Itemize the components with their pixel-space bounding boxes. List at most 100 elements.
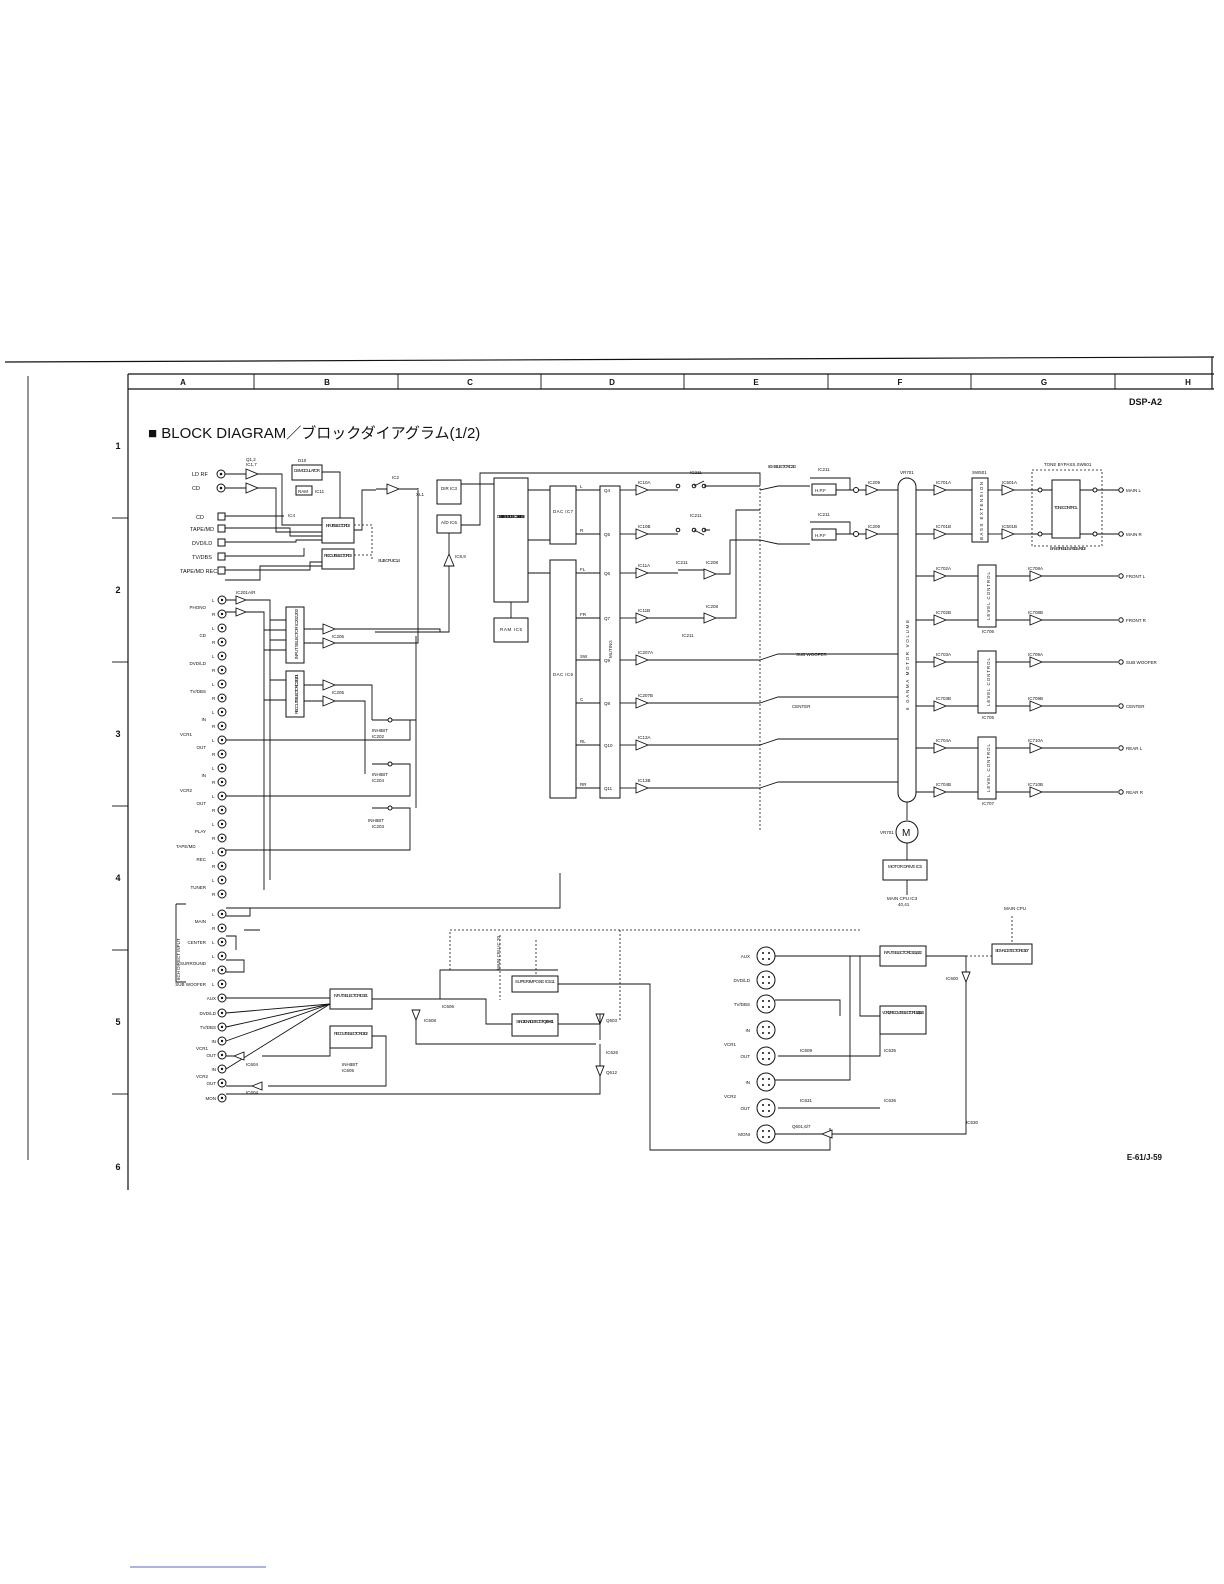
volume-output-section: VR701 6 GANMA MOTOR VOLUME M VR701 MOTOR… [880, 462, 1158, 907]
s-video-jack-icon [768, 1000, 770, 1002]
group-label: TAPE/MD [176, 844, 196, 849]
amp-icon [322, 679, 337, 691]
amp-icon [245, 468, 260, 480]
analog-input-section: LRPHONOLRCDLRDVD/LDLRTV/DBSLRINLROUTLRIN… [175, 490, 561, 989]
bracket [175, 903, 186, 983]
rca-jack-icon [220, 940, 224, 944]
s-video-jack-icon [762, 976, 764, 978]
rca-jack-icon [220, 598, 224, 602]
label-ic204: IC204 [372, 778, 385, 783]
inhibit-label: INHIBIT [372, 772, 388, 777]
channel-label: L [580, 484, 583, 489]
block-dsp: DSP + DDIGITAL PRO-LOGIC DTS DECODER IC4… [497, 514, 525, 519]
rca-jack-icon [220, 892, 224, 896]
label-ic209: IC209 [868, 524, 881, 529]
label-ic4: IC4 [288, 513, 296, 518]
s-video-jack-icon [768, 952, 770, 954]
amp-icon [865, 528, 880, 540]
s-video-jack-icon [756, 1072, 776, 1092]
rca-jack-icon [220, 912, 224, 916]
s-video-label: IN [746, 1028, 751, 1033]
channel-label: R [212, 968, 216, 973]
s-video-jack-icon [762, 982, 764, 984]
input-label-tape-rec: TAPE/MD REC [180, 569, 217, 575]
channel-label: L [212, 682, 215, 687]
input-group-label: PLAY [195, 829, 206, 834]
s-input-selector [879, 945, 927, 967]
video-jack-icon [220, 1081, 224, 1085]
channel-label: L [212, 626, 215, 631]
label-d10: D10 [298, 458, 307, 463]
tone-control [1051, 479, 1081, 539]
label-vr701-m: VR701 [880, 830, 894, 835]
block-tone-bypass: TONE BYPASS SW501 [1044, 462, 1092, 467]
block-muting: MUTING [608, 640, 613, 658]
input-group-label: MAIN [195, 919, 206, 924]
amp-icon [820, 1129, 833, 1139]
label-ic202: IC202 [372, 734, 385, 739]
amp-label: IC709A [1028, 652, 1043, 657]
label-ic208: IC208 [706, 560, 719, 565]
inhibit-label: INHIBIT [372, 728, 388, 733]
amp-icon [635, 567, 650, 579]
s-video-jack-icon [768, 1104, 770, 1106]
transistor-label: Q11 [604, 786, 613, 791]
label-vr701: VR701 [900, 470, 914, 475]
amp-icon [933, 528, 948, 540]
label-center: CENTER [792, 704, 811, 709]
video-input-label: OUT [207, 1053, 217, 1058]
block-ds-mod: DS-MOD ULATOR [294, 468, 321, 473]
video-input-label: TV/DBS [200, 1025, 216, 1030]
s-video-jack-icon [762, 1110, 764, 1112]
s-video-jack-icon [762, 1136, 764, 1138]
block-main-cpu-ic20: MAIN CPU IC 20 [496, 935, 501, 970]
amp-label: IC207A [638, 650, 653, 655]
amp-icon [232, 1051, 245, 1061]
digital-input-section: LD RF CD CD TAPE/MD DVD/LD TV/DBS TAPE/M… [180, 457, 761, 643]
amp-icon [635, 528, 650, 540]
input-group-label: PHONO [189, 605, 206, 610]
amp-icon [933, 656, 948, 668]
s-video-jack-icon [756, 994, 776, 1014]
output-label: MAIN R [1126, 532, 1143, 537]
transistor-label: Q4 [604, 488, 611, 493]
block-hpf: H.P.F [815, 488, 826, 493]
amp-label: IC704B [936, 782, 951, 787]
amp-label: IC501A [1002, 480, 1017, 485]
block-bass-treble: BASS TREBLE VR501 VR502 [1050, 546, 1086, 551]
input-label-cd-coax: CD [192, 486, 200, 492]
channel-label: R [212, 892, 216, 897]
block-6ch-selector: 6CH SELECTOR IC210 [768, 464, 796, 469]
video-input-selector [329, 988, 373, 1010]
group-label: VCR1 [180, 732, 193, 737]
input-group-label: SUB WOOFER [175, 982, 207, 987]
block-level-control: LEVEL CONTROL [986, 658, 991, 706]
output-label: MAIN L [1126, 488, 1142, 493]
row-label: 5 [115, 1017, 120, 1027]
column-label: B [324, 378, 330, 387]
group-label: VCR2 [724, 1094, 737, 1099]
label-ic706: IC705 [982, 715, 995, 720]
block-ram-ic11: RAM [298, 489, 308, 494]
amp-icon [235, 595, 248, 605]
block-video-input-selector: INPUT SELECTOR IC601 [334, 993, 368, 998]
amp-icon [933, 786, 948, 798]
rca-jack-icon [220, 640, 224, 644]
amp-icon [322, 623, 337, 635]
dir-ic3 [436, 479, 462, 505]
ch6-selector-section: 6CH SELECTOR IC210 IC211 IC211 IC211 IC2… [675, 464, 898, 830]
s-video-label: OUT [741, 1106, 751, 1111]
rca-jack-icon [220, 982, 224, 986]
channel-label: R [212, 752, 216, 757]
block-main-cpu-ic3: MAIN CPU IC3 [887, 896, 918, 901]
rca-jack-icon [220, 612, 224, 616]
input-label-cd-opt: CD [196, 515, 204, 521]
signal-detector [991, 943, 1033, 965]
channel-label: R [212, 612, 216, 617]
output-label: FRONT R [1126, 618, 1147, 623]
input-selector-ic8 [321, 517, 355, 544]
rca-jack-icon [220, 878, 224, 882]
s-video-jack-icon [762, 1130, 764, 1132]
page-number: E-61/J-59 [1127, 1153, 1163, 1162]
amp-icon [961, 971, 971, 984]
